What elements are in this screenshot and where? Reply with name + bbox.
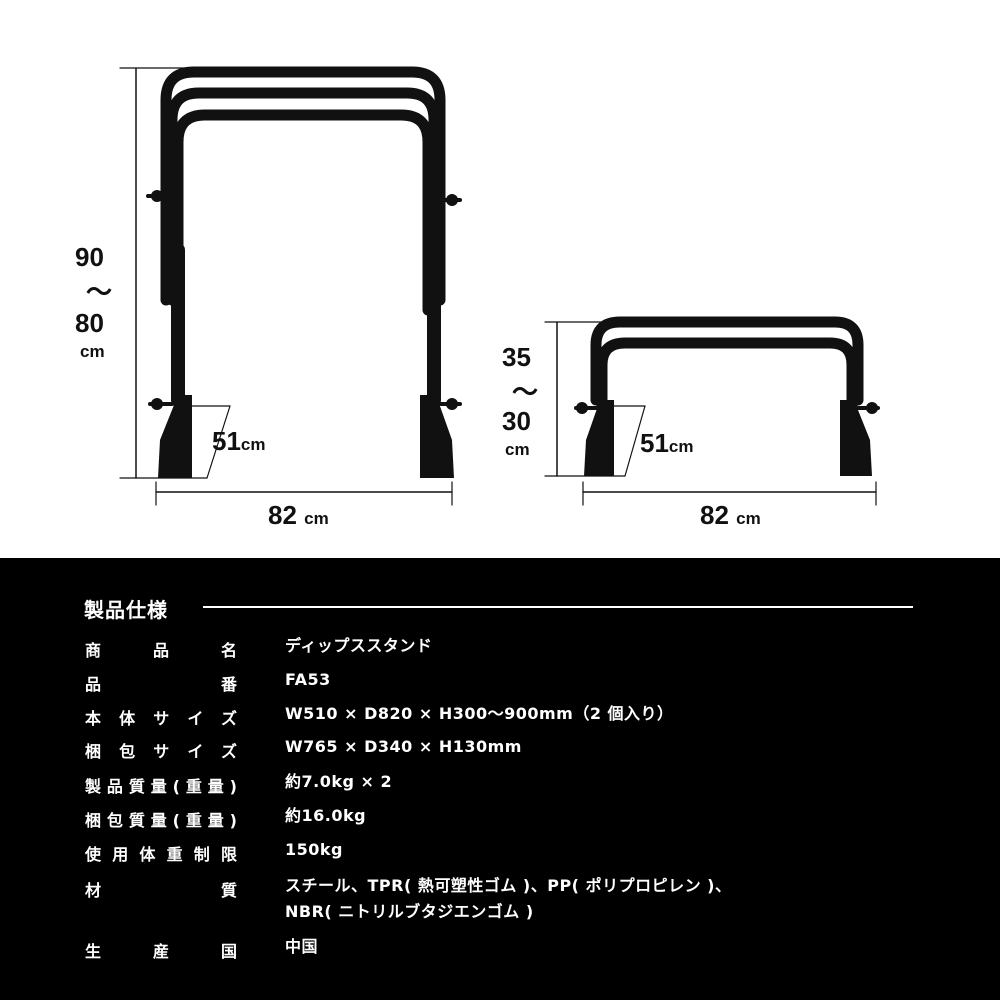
spec-row-weight-limit: 使用体重制限 150kg bbox=[85, 840, 343, 865]
spec-value: FA53 bbox=[285, 670, 331, 689]
spec-label: 本体サイズ bbox=[85, 709, 237, 728]
spec-value: スチール、TPR( 熱可塑性ゴム )、PP( ポリプロピレン )、 bbox=[285, 876, 732, 895]
short-width-value: 82 bbox=[700, 500, 729, 530]
short-depth: 51cm bbox=[640, 428, 694, 459]
spec-label: 使用体重制限 bbox=[85, 845, 237, 864]
title-divider bbox=[203, 606, 913, 608]
tall-depth-unit: cm bbox=[240, 435, 266, 454]
spec-row-package-size: 梱包サイズ W765 × D340 × H130mm bbox=[85, 737, 521, 762]
spec-label: 梱包サイズ bbox=[85, 742, 237, 761]
tall-width-unit: cm bbox=[304, 509, 329, 528]
short-height-min: 30 bbox=[502, 406, 531, 436]
spec-row-origin: 生産国 中国 bbox=[85, 937, 318, 962]
spec-value: 中国 bbox=[285, 937, 319, 956]
tall-height-sep: ～ bbox=[86, 277, 113, 307]
spec-panel: 製品仕様 商品名 ディップススタンド 品番 FA53 本体サイズ W510 × D82… bbox=[0, 558, 1000, 1000]
spec-label: 梱包質量(重量) bbox=[85, 811, 237, 830]
tall-height-min: 80 bbox=[75, 308, 104, 338]
spec-label: 生産国 bbox=[85, 942, 237, 961]
spec-value: 約7.0kg × 2 bbox=[285, 772, 393, 791]
short-height-unit: cm bbox=[505, 440, 530, 459]
spec-label: 材質 bbox=[85, 881, 237, 900]
spec-label: 品番 bbox=[85, 675, 237, 694]
spec-row-weight: 製品質量(重量) 約7.0kg × 2 bbox=[85, 772, 392, 797]
spec-row-material: 材質 スチール、TPR( 熱可塑性ゴム )、PP( ポリプロピレン )、 NBR( … bbox=[85, 876, 731, 921]
tall-depth-value: 51 bbox=[212, 426, 241, 456]
spec-row-model: 品番 FA53 bbox=[85, 670, 330, 695]
spec-row-package-weight: 梱包質量(重量) 約16.0kg bbox=[85, 806, 366, 831]
foot-left bbox=[158, 395, 192, 478]
spec-row-size: 本体サイズ W510 × D820 × H300～900mm（2 個入り） bbox=[85, 704, 673, 729]
tall-height-unit: cm bbox=[80, 342, 105, 361]
tall-width-value: 82 bbox=[268, 500, 297, 530]
spec-value: 150kg bbox=[285, 840, 343, 859]
short-depth-unit: cm bbox=[668, 437, 694, 456]
short-height-sep: ～ bbox=[512, 377, 539, 407]
spec-value: 約16.0kg bbox=[285, 806, 367, 825]
spec-value-line2: NBR( ニトリルブタジエンゴム ) bbox=[285, 902, 534, 921]
tall-height-max: 90 bbox=[75, 242, 104, 272]
spec-value: ディップススタンド bbox=[285, 636, 433, 655]
tall-width: 82 cm bbox=[268, 500, 329, 531]
tall-depth: 51cm bbox=[212, 426, 266, 457]
spec-title: 製品仕様 bbox=[84, 598, 168, 622]
spec-label: 製品質量(重量) bbox=[85, 777, 237, 796]
foot-right bbox=[420, 395, 454, 478]
product-illustration bbox=[119, 66, 880, 506]
spec-row-name: 商品名 ディップススタンド bbox=[85, 636, 432, 661]
short-height-max: 35 bbox=[502, 342, 531, 372]
short-width-unit: cm bbox=[736, 509, 761, 528]
spec-value: W765 × D340 × H130mm bbox=[285, 737, 522, 756]
spec-label: 商品名 bbox=[85, 641, 237, 660]
short-depth-value: 51 bbox=[640, 428, 669, 458]
spec-value: W510 × D820 × H300～900mm（2 個入り） bbox=[285, 704, 674, 723]
short-width: 82 cm bbox=[700, 500, 761, 531]
